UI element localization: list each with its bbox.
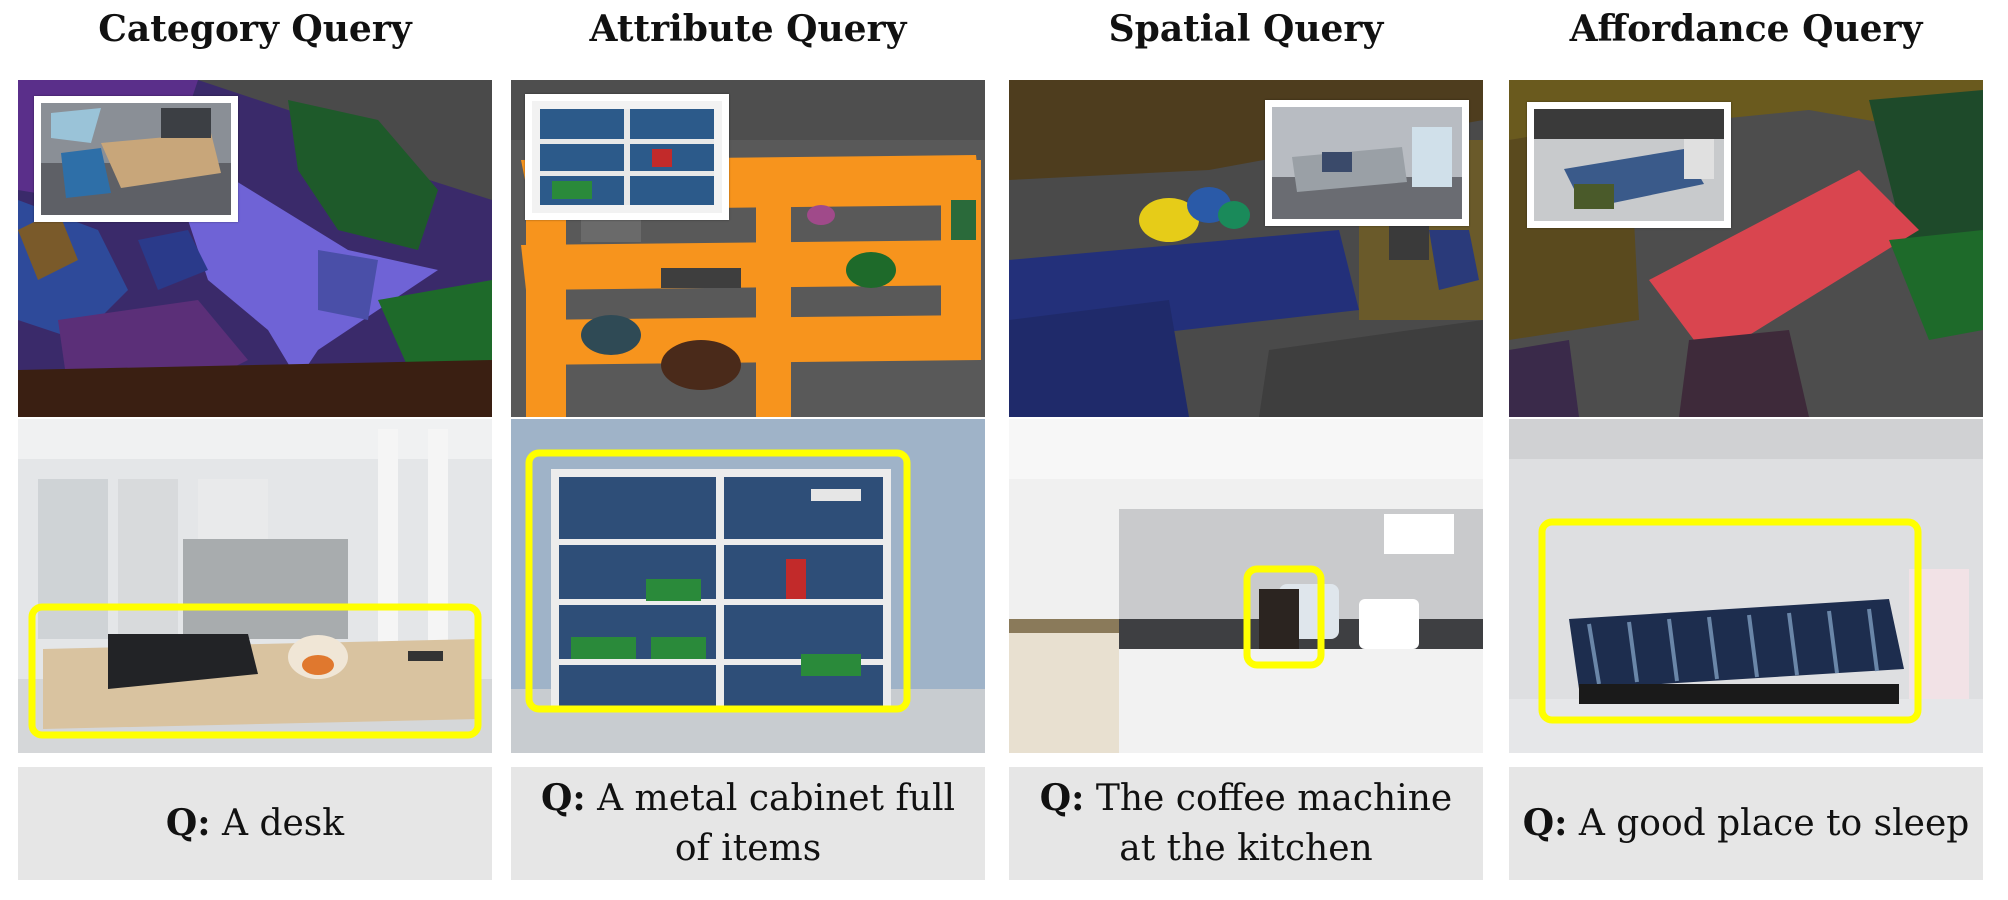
column-attribute: Attribute Query [511,0,985,900]
scene-photo [1009,419,1483,753]
scene-thumbnail [1265,100,1469,226]
column-title: Attribute Query [589,8,907,50]
query-text: Q: A metal cabinet full of items [511,767,985,880]
scene-photo [1509,419,1983,753]
scene-thumbnail [525,94,729,220]
query-value: A metal cabinet full of items [597,778,955,869]
target-highlight-box [1243,565,1325,669]
scene-photo [18,419,492,753]
target-highlight-box [28,603,482,739]
query-label: Q: [165,802,211,844]
scene-thumbnail [34,96,238,222]
query-label: Q: [1039,777,1085,819]
query-label: Q: [1522,802,1568,844]
scene-photo [511,419,985,753]
query-value: A good place to sleep [1578,803,1970,844]
segmentation-view [18,80,492,417]
column-title: Category Query [98,8,412,50]
column-spatial: Spatial Query [1009,0,1483,900]
column-category: Category Query [18,0,492,900]
query-value: The coffee machine at the kitchen [1095,778,1453,869]
query-label: Q: [541,777,586,819]
column-title: Affordance Query [1569,8,1923,50]
target-highlight-box [1538,518,1922,724]
query-text: Q: The coffee machine at the kitchen [1009,767,1483,880]
column-affordance: Affordance Query [1509,0,1983,900]
segmentation-view [1009,80,1483,417]
query-value: A desk [222,803,345,844]
target-highlight-box [525,449,911,713]
column-title: Spatial Query [1108,8,1384,50]
scene-thumbnail [1527,102,1731,228]
segmentation-view [511,80,985,417]
query-text: Q: A desk [18,767,492,880]
query-text: Q: A good place to sleep [1509,767,1983,880]
segmentation-view [1509,80,1983,417]
